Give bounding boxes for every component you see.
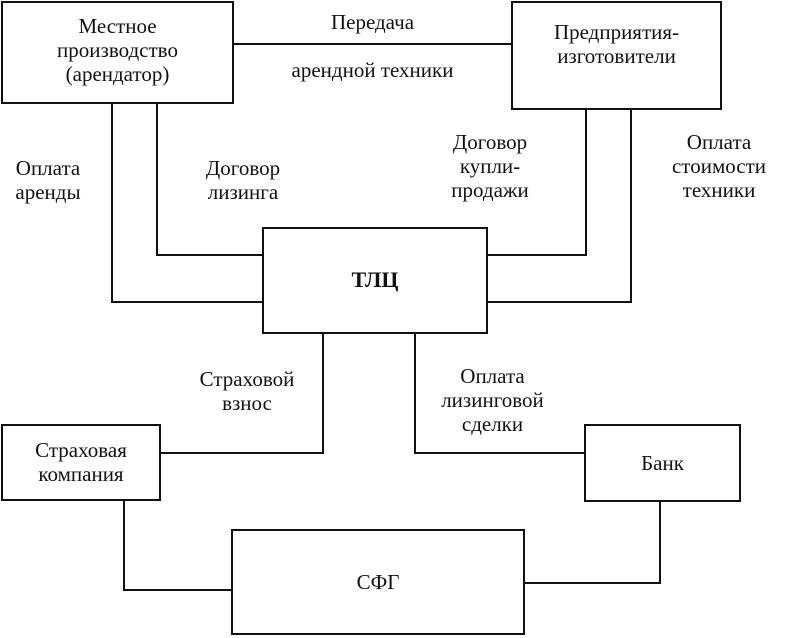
box-manufacturers (511, 1, 722, 110)
label-line: продажи (451, 178, 529, 202)
label-line: стоимости (671, 154, 766, 178)
box-tlc (262, 227, 488, 334)
box-local-producer (1, 1, 234, 104)
label-insurance: Страховая компания (2, 438, 160, 486)
label-line: Страховая (35, 438, 127, 462)
label-line: (арендатор) (65, 62, 170, 86)
label-insurance-fee: Страховой взнос (182, 367, 312, 415)
label-line: взнос (222, 391, 272, 415)
box-insurance (1, 424, 161, 501)
label-line: Оплата (15, 156, 81, 180)
label-line: компания (38, 462, 124, 486)
connector-insurance-sfg (123, 500, 232, 591)
label-line: аренды (15, 180, 81, 204)
connector-leasing-contract (156, 103, 263, 256)
connector-insurance-fee (160, 333, 324, 454)
label-line: сделки (461, 412, 524, 436)
label-local-producer: Местное производство (арендатор) (2, 14, 233, 86)
label-line: Оплата (686, 130, 752, 154)
label-line: Договор (205, 156, 281, 180)
label-line: купли- (459, 154, 521, 178)
label-transfer-top: Передача (330, 10, 415, 34)
label-sfg: СФГ (356, 570, 400, 594)
label-line: лизинга (207, 180, 279, 204)
box-bank (584, 424, 741, 502)
label-line: изготовители (557, 44, 676, 68)
label-tlc: ТЛЦ (351, 267, 399, 292)
label-bank: Банк (641, 451, 684, 475)
label-line: лизинговой (441, 388, 544, 412)
label-leasing-contract: Договор лизинга (178, 156, 308, 204)
connector-rent-payment (111, 103, 263, 303)
box-sfg (231, 529, 525, 635)
label-line: Предприятия- (553, 20, 680, 44)
connector-leasing-payment (414, 333, 585, 454)
label-sale-contract: Договор купли- продажи (420, 130, 560, 202)
connector-cost-payment (487, 109, 632, 303)
label-leasing-payment: Оплата лизинговой сделки (420, 364, 565, 436)
connector-bank-sfg (524, 501, 661, 584)
label-manufacturers: Предприятия- изготовители (512, 20, 721, 68)
label-rent-payment: Оплата аренды (0, 156, 96, 204)
label-line: Местное (78, 14, 157, 38)
label-cost-payment: Оплата стоимости техники (655, 130, 783, 202)
label-line: техники (682, 178, 756, 202)
connector-sale-contract (487, 109, 587, 256)
label-line: производство (57, 38, 178, 62)
label-transfer-bottom: арендной техники (291, 58, 454, 82)
label-line: Страховой (199, 367, 295, 391)
label-line: Оплата (460, 364, 525, 388)
label-line: Договор (452, 130, 528, 154)
